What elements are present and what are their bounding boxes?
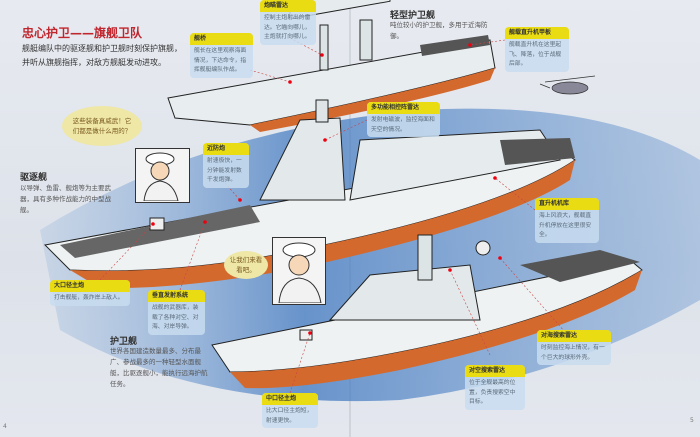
callout-vls: 垂直发射系统战舰的武器库，装载了各种对空、对海、对岸导弹。 [148, 290, 205, 335]
callout-title: 近防炮 [203, 143, 249, 155]
callout-text: 时刻监控海上情况，有一个巨大的球形外壳。 [541, 345, 605, 361]
callout-title: 大口径主炮 [50, 280, 130, 292]
speech-bubble-answer: 让我们来看看吧。 [224, 251, 268, 279]
callout-title: 直升机机库 [535, 198, 599, 210]
callout-air-search-radar: 对空搜索雷达位于全舰最高的位置，负责搜索空中目标。 [465, 365, 525, 410]
destroyer-desc: 以导弹、鱼雷、舰炮等为主要武器，具有多种作战能力的中型战舰。 [20, 184, 111, 214]
intro-text: 舰艇编队中的驱逐舰和护卫舰时刻保护旗舰，并听从旗舰指挥，对敌方舰艇发动进攻。 [22, 44, 182, 67]
callout-phased-array-radar: 多功能相控阵雷达发射电磁波，监控海面和天空的情况。 [367, 102, 440, 137]
officer-icon [143, 152, 179, 202]
callout-bridge: 舰桥舰长在这里观察海面情况，下达命令，指挥舰艇编队作战。 [190, 33, 253, 78]
callout-title: 中口径主炮 [262, 393, 318, 405]
light-frigate-desc: 吨位较小的护卫舰，多用于近海防御。 [390, 21, 488, 40]
callout-title: 舰桥 [190, 33, 253, 45]
destroyer-heading: 驱逐舰 [20, 173, 48, 183]
officer-illustration-2 [272, 237, 326, 305]
callout-heli-deck: 舰载直升机甲板舰载直升机在这里起飞、降落，位于战舰后部。 [505, 27, 569, 72]
callout-medium-gun: 中口径主炮比大口径主炮短，射速更快。 [262, 393, 318, 428]
callout-text: 射速极快，一分钟能发射数千发炮弹。 [207, 158, 242, 183]
callout-text: 控制主炮射出的雷达。它瞄向哪儿，主炮就打向哪儿。 [264, 15, 311, 40]
callout-ciws: 近防炮射速极快，一分钟能发射数千发炮弹。 [203, 143, 249, 188]
frigate-desc: 世界各国建造数量最多、分布最广、参战最多的一种轻型水面舰艇，比驱逐舰小，能执行远… [110, 347, 208, 388]
light-frigate-heading: 轻型护卫舰 [390, 11, 436, 21]
callout-text: 比大口径主炮短，射速更快。 [266, 408, 313, 424]
officer-illustration-1 [135, 148, 190, 203]
callout-title: 舰载直升机甲板 [505, 27, 569, 39]
helicopter [539, 75, 596, 95]
speech-bubble-question: 这些装备真威武！它们都是做什么用的？ [62, 106, 142, 146]
callout-markers [151, 43, 502, 335]
callout-large-gun: 大口径主炮打击舰艇，轰炸岸上敌人。 [50, 280, 130, 306]
callout-text: 发射电磁波，监控海面和天空的情况。 [371, 117, 435, 133]
callout-title: 垂直发射系统 [148, 290, 205, 302]
officer-icon [278, 242, 322, 304]
page-number-right: 5 [690, 417, 694, 424]
frigate-ship [211, 234, 643, 389]
callout-hangar: 直升机机库海上风浪大，舰载直升机停放在这里很安全。 [535, 198, 599, 243]
callout-title: 对空搜索雷达 [465, 365, 525, 377]
callout-fire-control-radar: 炮瞄雷达控制主炮射出的雷达。它瞄向哪儿，主炮就打向哪儿。 [260, 0, 316, 45]
frigate-heading: 护卫舰 [110, 337, 138, 347]
callout-title: 炮瞄雷达 [260, 0, 316, 12]
callout-text: 舰长在这里观察海面情况，下达命令，指挥舰艇编队作战。 [194, 48, 247, 73]
callout-title: 对海搜索雷达 [537, 330, 611, 342]
callout-text: 舰载直升机在这里起飞、降落，位于战舰后部。 [509, 42, 562, 67]
page-number-left: 4 [3, 423, 7, 430]
callout-text: 位于全舰最高的位置，负责搜索空中目标。 [469, 380, 516, 405]
callout-text: 战舰的武器库，装载了各种对空、对海、对岸导弹。 [152, 305, 199, 330]
callout-leader-lines [99, 37, 566, 394]
callout-sea-search-radar: 对海搜索雷达时刻监控海上情况，有一个巨大的球形外壳。 [537, 330, 611, 365]
callout-title: 多功能相控阵雷达 [367, 102, 440, 114]
callout-text: 打击舰艇，轰炸岸上敌人。 [54, 295, 124, 301]
callout-text: 海上风浪大，舰载直升机停放在这里很安全。 [539, 213, 592, 238]
page-title: 忠心护卫——旗舰卫队 [22, 26, 143, 40]
